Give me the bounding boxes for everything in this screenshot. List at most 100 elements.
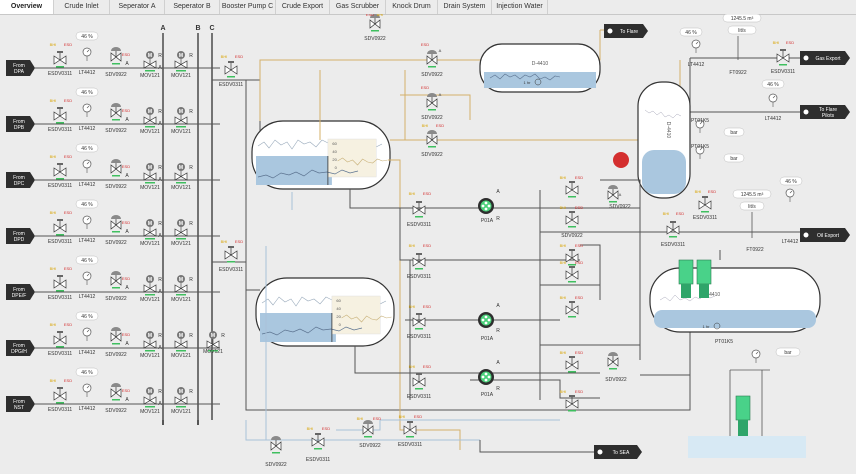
sdv-valve[interactable] [110, 47, 122, 65]
check-valve[interactable] [565, 356, 579, 373]
valve-body [143, 284, 157, 293]
valve-dome [111, 103, 121, 107]
tab-seperator-a[interactable]: Seperator A [110, 0, 165, 14]
esdv-oil-export[interactable] [666, 221, 680, 238]
esdv-oil[interactable] [412, 373, 426, 390]
injection-pump[interactable] [735, 395, 751, 421]
esdv-oil[interactable] [412, 201, 426, 218]
sdv-valve-oil[interactable] [607, 185, 619, 203]
outlet-oil-export[interactable]: Oil Export [800, 228, 850, 242]
outlet-gas-export[interactable]: Gas Export [800, 51, 850, 65]
esdv-main-top[interactable] [224, 61, 238, 78]
drain-pump-motor[interactable] [678, 259, 694, 285]
check-valve[interactable] [565, 211, 579, 228]
esdv-valve[interactable] [53, 331, 67, 348]
mov-valve-1[interactable]: M [143, 163, 157, 184]
mov-valve-2[interactable]: M [174, 163, 188, 184]
mov-tag: MOV121 [171, 73, 191, 79]
outlet-to-flare[interactable]: To Flare [604, 24, 648, 38]
inlet-arrow[interactable] [6, 396, 35, 412]
valve-status-bar [56, 234, 64, 236]
inlet-arrow[interactable] [6, 284, 35, 300]
mov-valve-1[interactable]: M [143, 275, 157, 296]
sdv-valve-gas[interactable] [369, 14, 381, 32]
inlet-arrow[interactable] [6, 228, 35, 244]
mov-valve-1[interactable]: M [143, 107, 157, 128]
tab-overview[interactable]: Overview [0, 0, 54, 14]
esdv-valve[interactable] [53, 387, 67, 404]
esdv-drain[interactable] [311, 433, 325, 450]
esdv-valve[interactable] [53, 163, 67, 180]
esdv-oil[interactable] [412, 313, 426, 330]
esdv-gas-export[interactable] [776, 49, 790, 66]
tab-crude-inlet[interactable]: Crude Inlet [54, 0, 110, 14]
check-valve[interactable] [565, 266, 579, 283]
tab-crude-export[interactable]: Crude Export [276, 0, 330, 14]
sdv-valve-gas[interactable] [426, 50, 438, 68]
esdv-knock[interactable] [698, 196, 712, 213]
sdv-valve[interactable] [110, 103, 122, 121]
valve-body [143, 172, 157, 181]
tab-injection-water[interactable]: Injection Water [492, 0, 548, 14]
inlet-arrow[interactable] [6, 340, 35, 356]
motor-icon [177, 107, 185, 115]
sdv-drain[interactable] [270, 436, 282, 454]
sdv-valve[interactable] [110, 159, 122, 177]
sdv-valve-oil[interactable] [607, 352, 619, 370]
esd-label: ESD [122, 108, 130, 113]
tab-gas-scrubber[interactable]: Gas Scrubber [330, 0, 386, 14]
tab-knock-drum[interactable]: Knock Drum [386, 0, 438, 14]
sdv-valve[interactable] [110, 383, 122, 401]
mov-valve-2[interactable]: M [174, 275, 188, 296]
sdv-valve[interactable] [110, 327, 122, 345]
esdv-valve[interactable] [53, 51, 67, 68]
pump-p01a-1[interactable] [478, 198, 494, 214]
check-valve[interactable] [565, 395, 579, 412]
mov-valve-1[interactable]: M [143, 387, 157, 408]
mov-valve-2[interactable]: M [174, 107, 188, 128]
mov-valve-1[interactable]: M [143, 51, 157, 72]
drain-pipe [336, 419, 560, 431]
esdv-valve[interactable] [53, 275, 67, 292]
check-valve[interactable] [565, 249, 579, 266]
esdv-valve[interactable] [53, 107, 67, 124]
pump-p01a-3[interactable] [478, 369, 494, 385]
mov-valve-2[interactable]: M [174, 331, 188, 352]
esdv-valve[interactable] [53, 219, 67, 236]
outlet-label: Oil Export [817, 233, 840, 239]
mov-valve-1[interactable]: M [143, 219, 157, 240]
mov-valve-1[interactable]: M [143, 331, 157, 352]
alarm-indicator[interactable] [613, 152, 629, 168]
inlet-arrow[interactable] [6, 60, 35, 76]
check-valve[interactable] [565, 181, 579, 198]
esdv-oil[interactable] [412, 253, 426, 270]
esdv-drain[interactable] [403, 421, 417, 438]
mov-valve-2[interactable]: M [174, 387, 188, 408]
tab-seperator-b[interactable]: Seperator B [165, 0, 220, 14]
sdv-drain[interactable] [362, 420, 374, 438]
motor-icon [146, 387, 154, 395]
sdv-valve[interactable] [110, 271, 122, 289]
tab-drain-system[interactable]: Drain System [438, 0, 492, 14]
sdv-valve[interactable] [110, 215, 122, 233]
pump-p01a-2[interactable] [478, 312, 494, 328]
sdv-valve-gas[interactable] [426, 130, 438, 148]
mov-valve-2[interactable]: M [174, 51, 188, 72]
sdv-valve-gas[interactable] [426, 93, 438, 111]
level-box [75, 311, 99, 321]
inlet-arrow[interactable] [6, 116, 35, 132]
esdv-main-mid[interactable] [224, 246, 238, 263]
valve-actuator [780, 49, 786, 51]
check-valve[interactable] [565, 301, 579, 318]
inlet-arrow[interactable] [6, 172, 35, 188]
valve-status-bar [176, 350, 186, 352]
mov-valve-2[interactable]: M [174, 219, 188, 240]
drain-pump-motor[interactable] [696, 259, 712, 285]
mov-valve-3[interactable]: M [206, 331, 220, 352]
esdv-tag: ESDV0311 [407, 222, 432, 228]
outlet-to-sea[interactable]: To SEA [594, 445, 642, 459]
tab-booster-pump-c[interactable]: Booster Pump C [220, 0, 276, 14]
